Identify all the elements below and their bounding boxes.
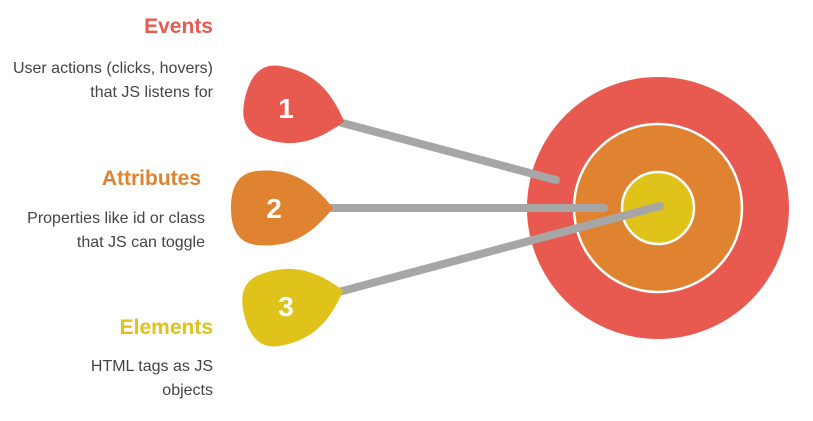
item-3-title: Elements	[119, 316, 213, 339]
dart-3-head	[242, 268, 344, 347]
dart-1-number: 1	[278, 93, 294, 124]
dart-1-shaft	[331, 117, 560, 184]
dart-2-head	[231, 170, 333, 246]
item-2-description: Properties like id or class that JS can …	[27, 210, 205, 251]
dart-2-number: 2	[266, 193, 282, 224]
item-1-description: User actions (clicks, hovers) that JS li…	[12, 60, 213, 101]
item-3-description: HTML tags as JS objects	[90, 358, 213, 399]
dart-3-number: 3	[278, 291, 294, 322]
item-2-title: Attributes	[101, 167, 201, 190]
dart-3-shaft	[331, 202, 664, 297]
dart-1-head	[243, 65, 345, 144]
item-1-title: Events	[144, 15, 213, 38]
